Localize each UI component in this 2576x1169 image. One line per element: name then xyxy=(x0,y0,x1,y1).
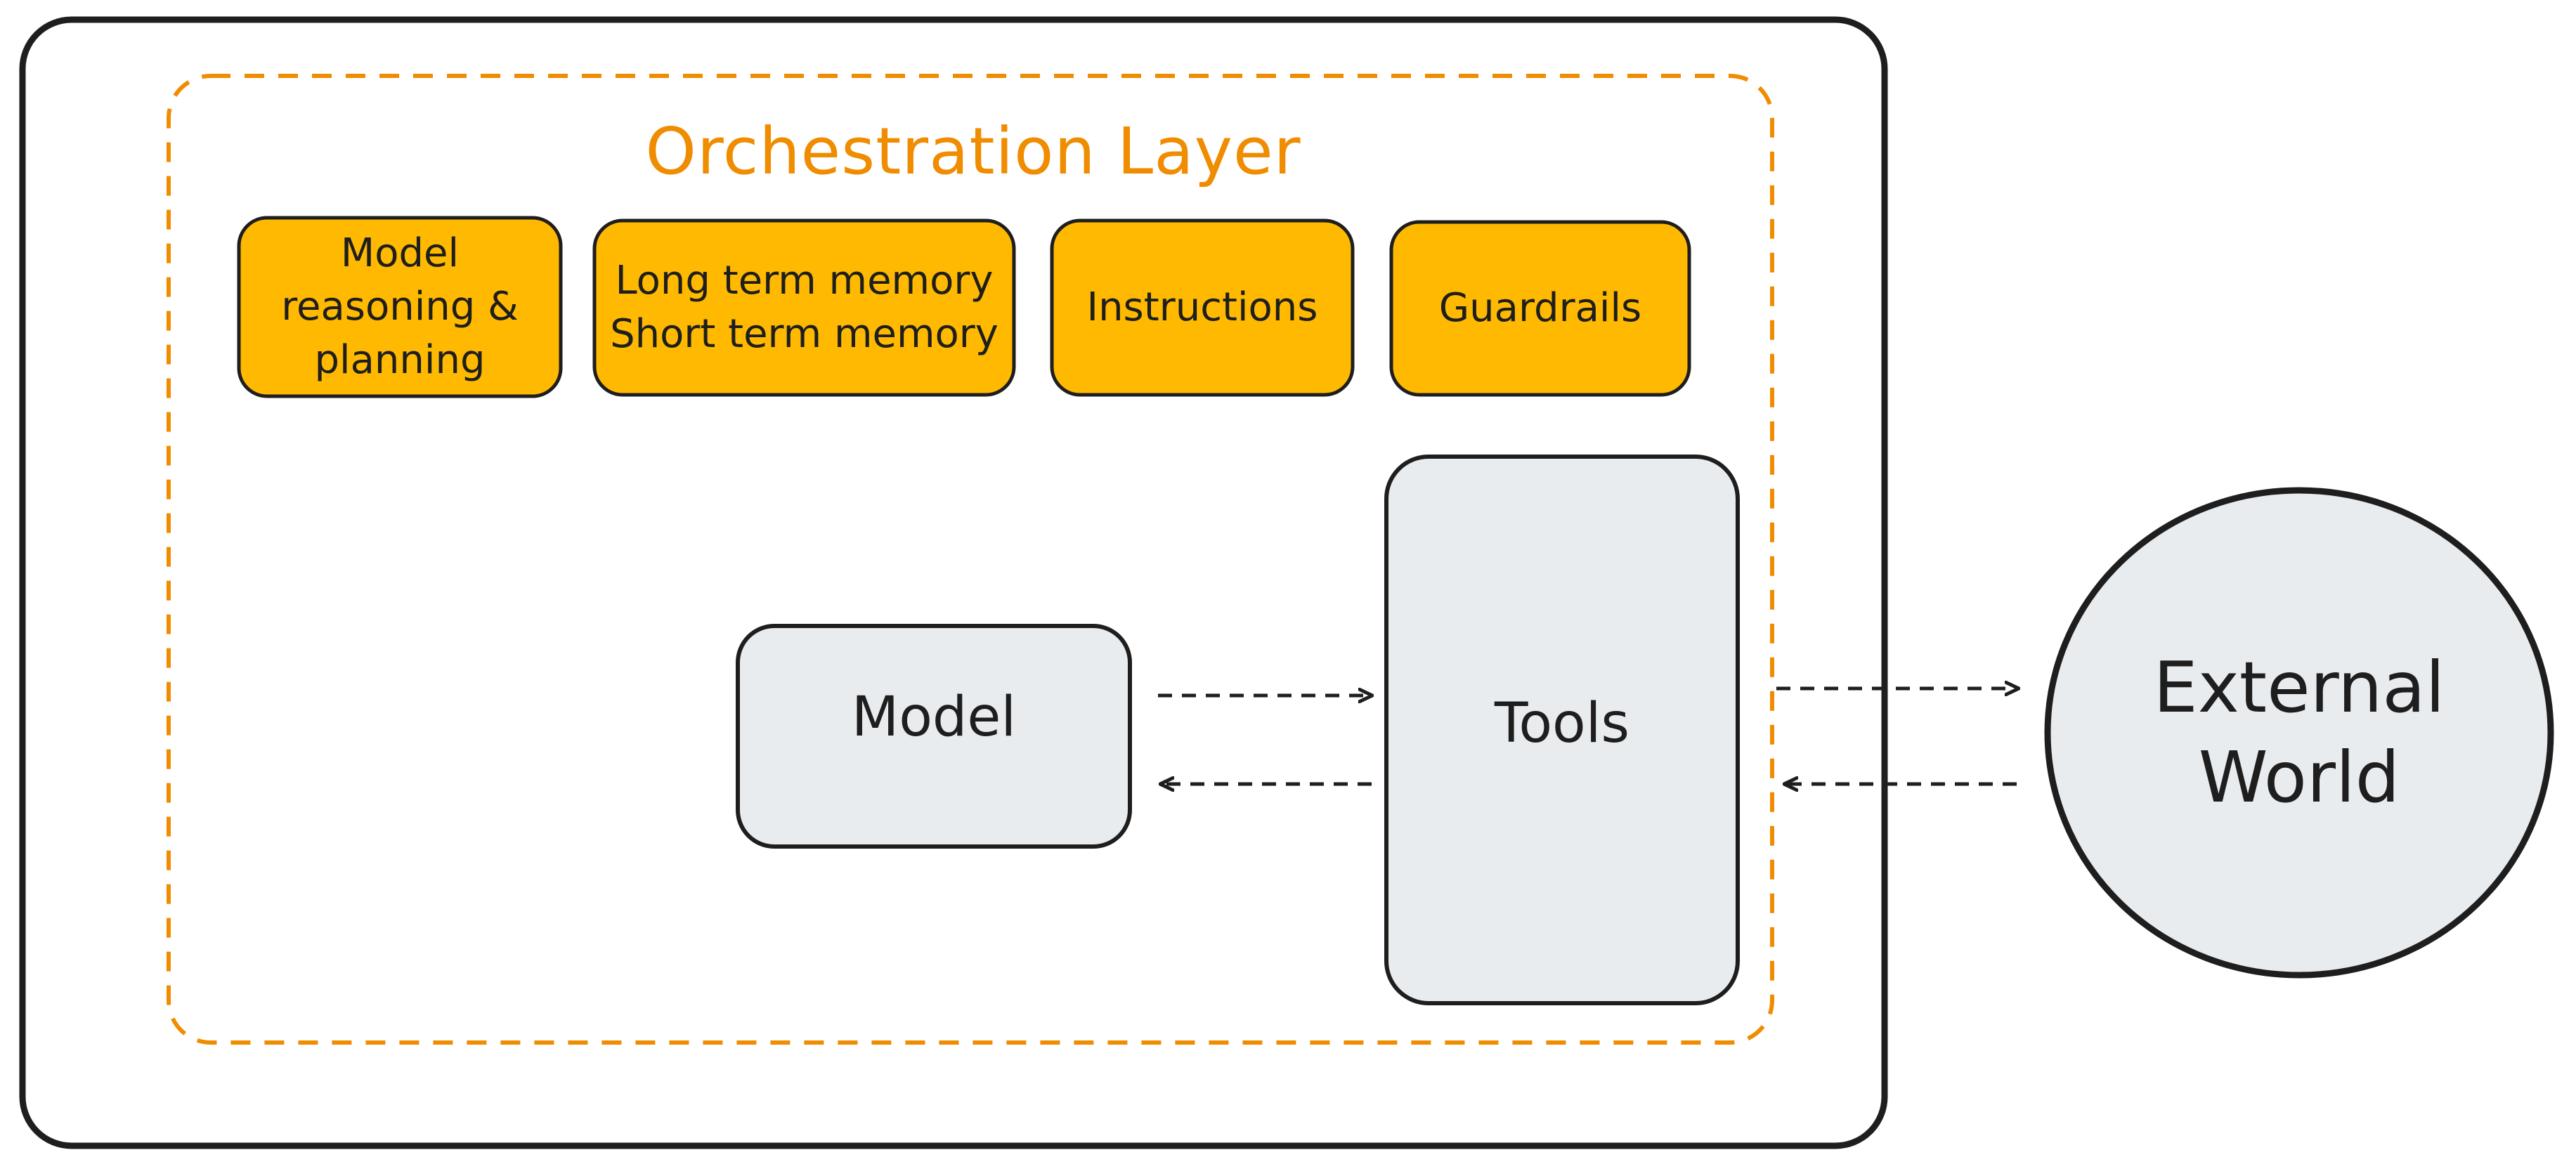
tools-label: Tools xyxy=(1494,692,1630,755)
instructions-box xyxy=(1050,218,1355,397)
component-label-guardrails: Guardrails xyxy=(1438,285,1642,331)
component-label-instructions: Instructions xyxy=(1086,285,1318,330)
component-label-model-reasoning: Model reasoning & planning xyxy=(281,230,519,383)
guardrails-box xyxy=(1389,220,1691,397)
orchestration-layer-title: Orchestration Layer xyxy=(645,113,1301,189)
component-label-memory: Long term memory Short term memory xyxy=(610,258,998,357)
external-world-node xyxy=(2044,487,2554,979)
model-label: Model xyxy=(851,686,1017,749)
orchestration-layer-boundary xyxy=(167,74,1774,1045)
model-node xyxy=(736,624,1132,849)
tools-node xyxy=(1384,455,1740,1005)
external-world-label: External World xyxy=(2153,646,2445,818)
model-reasoning-box xyxy=(237,216,563,398)
memory-box xyxy=(592,218,1016,397)
